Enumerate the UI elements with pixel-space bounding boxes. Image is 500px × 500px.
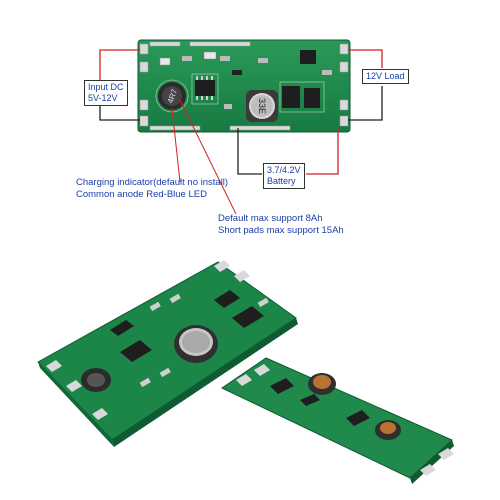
- lower-left-pads: [46, 260, 250, 420]
- capacity-line2: Short pads max support 15Ah: [218, 225, 344, 236]
- wiring: [99, 49, 383, 215]
- lower-right-pads: [236, 364, 454, 476]
- lower-left-passives: [139, 293, 269, 388]
- lower-right-pcb-board: [221, 357, 454, 484]
- lower-left-pcb-board: [37, 260, 298, 447]
- top-pcb-board: 4R7 33E: [137, 39, 351, 133]
- passive-components: [159, 51, 332, 109]
- battery-label-line2: Battery: [267, 176, 296, 186]
- charging-indicator-line1: Charging indicator(default no install): [76, 177, 229, 188]
- lower-left-inductors: [81, 325, 218, 392]
- inductor-large-marking: 33E: [257, 98, 267, 114]
- lower-right-inductors: [308, 373, 401, 440]
- lower-right-ics: [270, 378, 370, 426]
- battery-label-line1: 3.7/4.2V: [267, 165, 301, 175]
- inductor-small: 4R7: [158, 82, 186, 110]
- lower-left-ics: [110, 290, 264, 362]
- capacity-line1: Default max support 8Ah: [218, 213, 323, 224]
- load-label: 12V Load: [362, 69, 409, 84]
- ic-pins: [196, 76, 213, 100]
- capacity-note: Default max support 8Ah Short pads max s…: [218, 213, 344, 237]
- ic-chips: [195, 50, 320, 108]
- input-dc-label: Input DC 5V-12V: [84, 80, 128, 106]
- charging-indicator-note: Charging indicator(default no install) C…: [76, 177, 228, 201]
- charging-indicator-line2: Common anode Red-Blue LED: [76, 189, 207, 200]
- input-dc-label-line1: Input DC: [88, 82, 124, 92]
- battery-label: 3.7/4.2V Battery: [263, 163, 305, 189]
- input-dc-label-line2: 5V-12V: [88, 93, 118, 103]
- edge-pads: [139, 41, 349, 131]
- inductor-large: 33E: [246, 90, 278, 122]
